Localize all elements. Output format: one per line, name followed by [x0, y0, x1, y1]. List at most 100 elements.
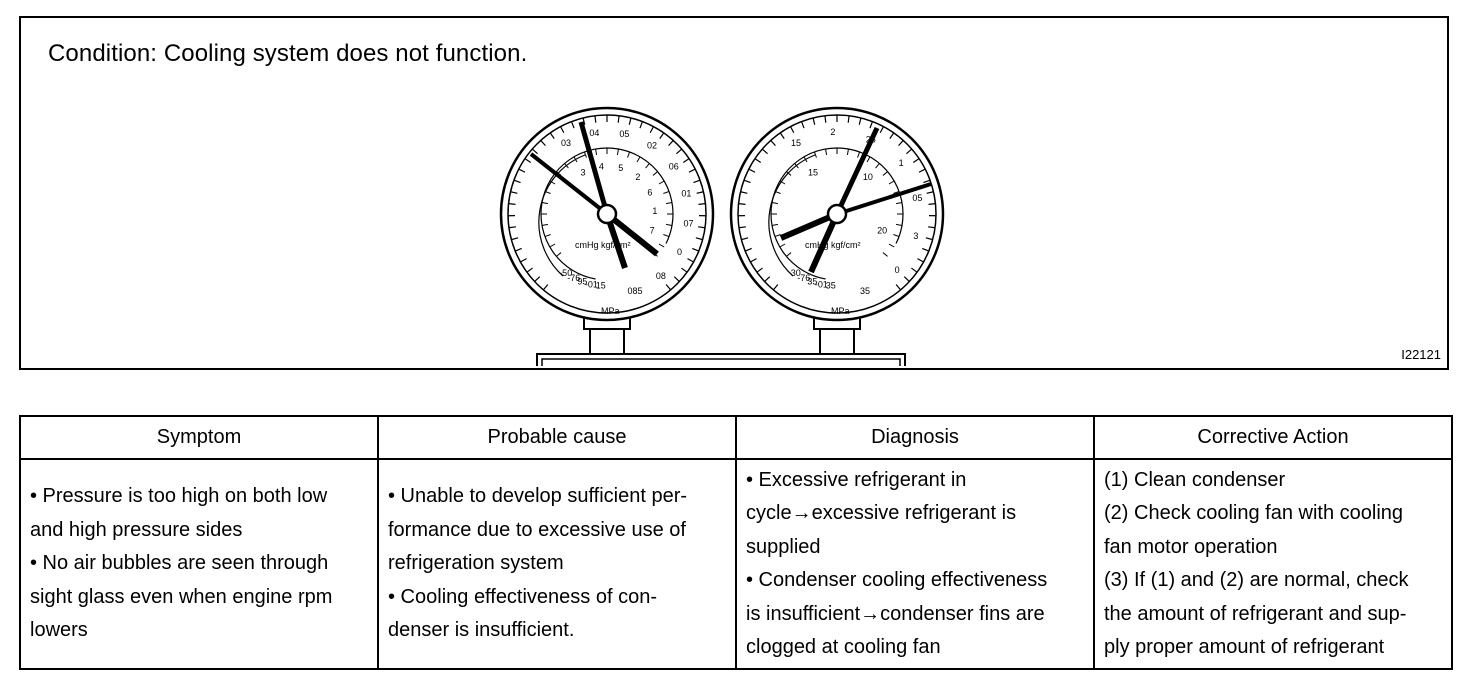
dial-label: 085	[628, 286, 643, 296]
high-gauge-needle-b	[836, 182, 932, 216]
dial-tick	[896, 202, 903, 205]
dial-tick	[912, 158, 920, 164]
high-gauge-needle-d	[808, 212, 840, 274]
dial-tick	[869, 121, 874, 129]
action-line: the amount of refrigerant and sup-	[1104, 602, 1407, 625]
dial-tick	[663, 234, 670, 238]
dial-tick	[595, 148, 598, 155]
dial-tick	[888, 243, 895, 248]
action-line: (3) If (1) and (2) are normal, check	[1104, 569, 1409, 591]
symptom-line: • Pressure is too high on both low	[30, 485, 328, 508]
cause-line: denser is insufficient.	[388, 619, 575, 642]
dial-tick	[928, 203, 936, 205]
symptom-line: lowers	[30, 619, 88, 642]
manifold-bar-inner	[541, 358, 901, 366]
dial-label: 5	[618, 163, 623, 173]
dial-tick	[687, 258, 694, 263]
dial-label: 1	[652, 206, 657, 216]
dial-tick	[639, 121, 644, 129]
dial-tick	[813, 151, 817, 158]
dial-label: 7	[650, 225, 655, 235]
dial-tick	[544, 234, 551, 238]
dial-tick	[594, 115, 597, 123]
dial-tick	[682, 158, 690, 164]
table-row: • Pressure is too high on both low and h…	[19, 458, 1453, 670]
diagnosis-line: • Condenser cooling effectiveness	[746, 569, 1048, 591]
dial-label: 35	[860, 286, 870, 296]
dial-tick	[882, 171, 888, 176]
high-gauge-hub	[826, 203, 848, 225]
dial-tick	[665, 284, 672, 291]
dial-tick	[740, 191, 748, 194]
dial-tick	[698, 203, 706, 205]
diagnosis-line: is insufficient→condenser fins are	[746, 602, 1045, 625]
high-gauge-mpa: MPa	[831, 306, 850, 316]
dial-tick	[812, 117, 816, 125]
dial-label: 03	[561, 138, 571, 148]
dial-tick	[659, 132, 665, 139]
dial-tick	[510, 191, 518, 194]
dial-tick	[738, 203, 746, 205]
dial-label: 20	[877, 225, 887, 235]
figure-frame: Condition: Cooling system does not funct…	[19, 16, 1449, 370]
dial-tick	[857, 151, 861, 158]
dial-label: 3	[913, 231, 918, 241]
cause-line: • Cooling effectiveness of con-	[388, 585, 658, 608]
symptom-line: sight glass even when engine rpm	[30, 585, 333, 608]
cell-probable-cause: • Unable to develop sufficient per- form…	[377, 458, 737, 670]
dial-tick	[779, 243, 786, 248]
dial-label: 3	[580, 167, 585, 177]
dial-tick	[534, 276, 541, 282]
dial-tick	[649, 126, 655, 134]
dial-tick	[750, 258, 757, 263]
diagnosis-line: clogged at cooling fan	[746, 636, 941, 658]
cause-line: formance due to excessive use of	[388, 518, 686, 541]
dial-label: 6	[647, 187, 652, 197]
action-line: (1) Clean condenser	[1104, 468, 1286, 491]
dial-tick	[559, 126, 565, 134]
header-diagnosis: Diagnosis	[735, 415, 1095, 460]
dial-label: 08	[656, 271, 666, 281]
dial-tick	[688, 168, 696, 173]
low-gauge-inner-arc	[538, 154, 586, 277]
dial-tick	[508, 226, 516, 229]
dial-tick	[549, 132, 555, 139]
dial-tick	[847, 115, 850, 123]
symptom-line: • No air bubbles are seen through	[30, 552, 329, 575]
dial-tick	[627, 151, 631, 158]
cell-symptom: • Pressure is too high on both low and h…	[19, 458, 379, 670]
dial-tick	[518, 168, 526, 173]
dial-tick	[636, 156, 641, 163]
dial-tick	[681, 267, 688, 273]
low-gauge-needle-a	[578, 121, 610, 215]
dial-tick	[917, 258, 924, 263]
dial-label: 05	[619, 129, 629, 139]
dial-tick	[524, 158, 532, 164]
dial-tick	[741, 237, 749, 241]
dial-tick	[923, 179, 931, 184]
high-gauge-unit: cmHg kgf/cm²	[805, 240, 861, 250]
dial-tick	[582, 117, 586, 125]
dial-tick	[617, 115, 620, 123]
dial-label: 04	[589, 128, 599, 138]
dial-tick	[774, 234, 781, 238]
dial-tick	[928, 226, 936, 229]
header-corrective-action: Corrective Action	[1093, 415, 1453, 460]
dial-tick	[895, 284, 902, 291]
diagnosis-line: cycle→excessive refrigerant is	[746, 502, 1017, 524]
dial-tick	[896, 223, 903, 226]
dial-label: -01	[585, 279, 598, 289]
dial-tick	[772, 284, 779, 291]
dial-tick	[898, 140, 904, 147]
dial-tick	[875, 163, 880, 169]
low-gauge-mpa: MPa	[601, 306, 620, 316]
dial-tick	[738, 226, 746, 229]
dial-tick	[696, 191, 704, 194]
dial-tick	[748, 168, 756, 173]
cause-line: refrigeration system	[388, 552, 564, 575]
dial-label: 02	[647, 140, 657, 150]
dial-tick	[922, 247, 930, 252]
diagnosis-line: • Excessive refrigerant in	[746, 468, 967, 491]
